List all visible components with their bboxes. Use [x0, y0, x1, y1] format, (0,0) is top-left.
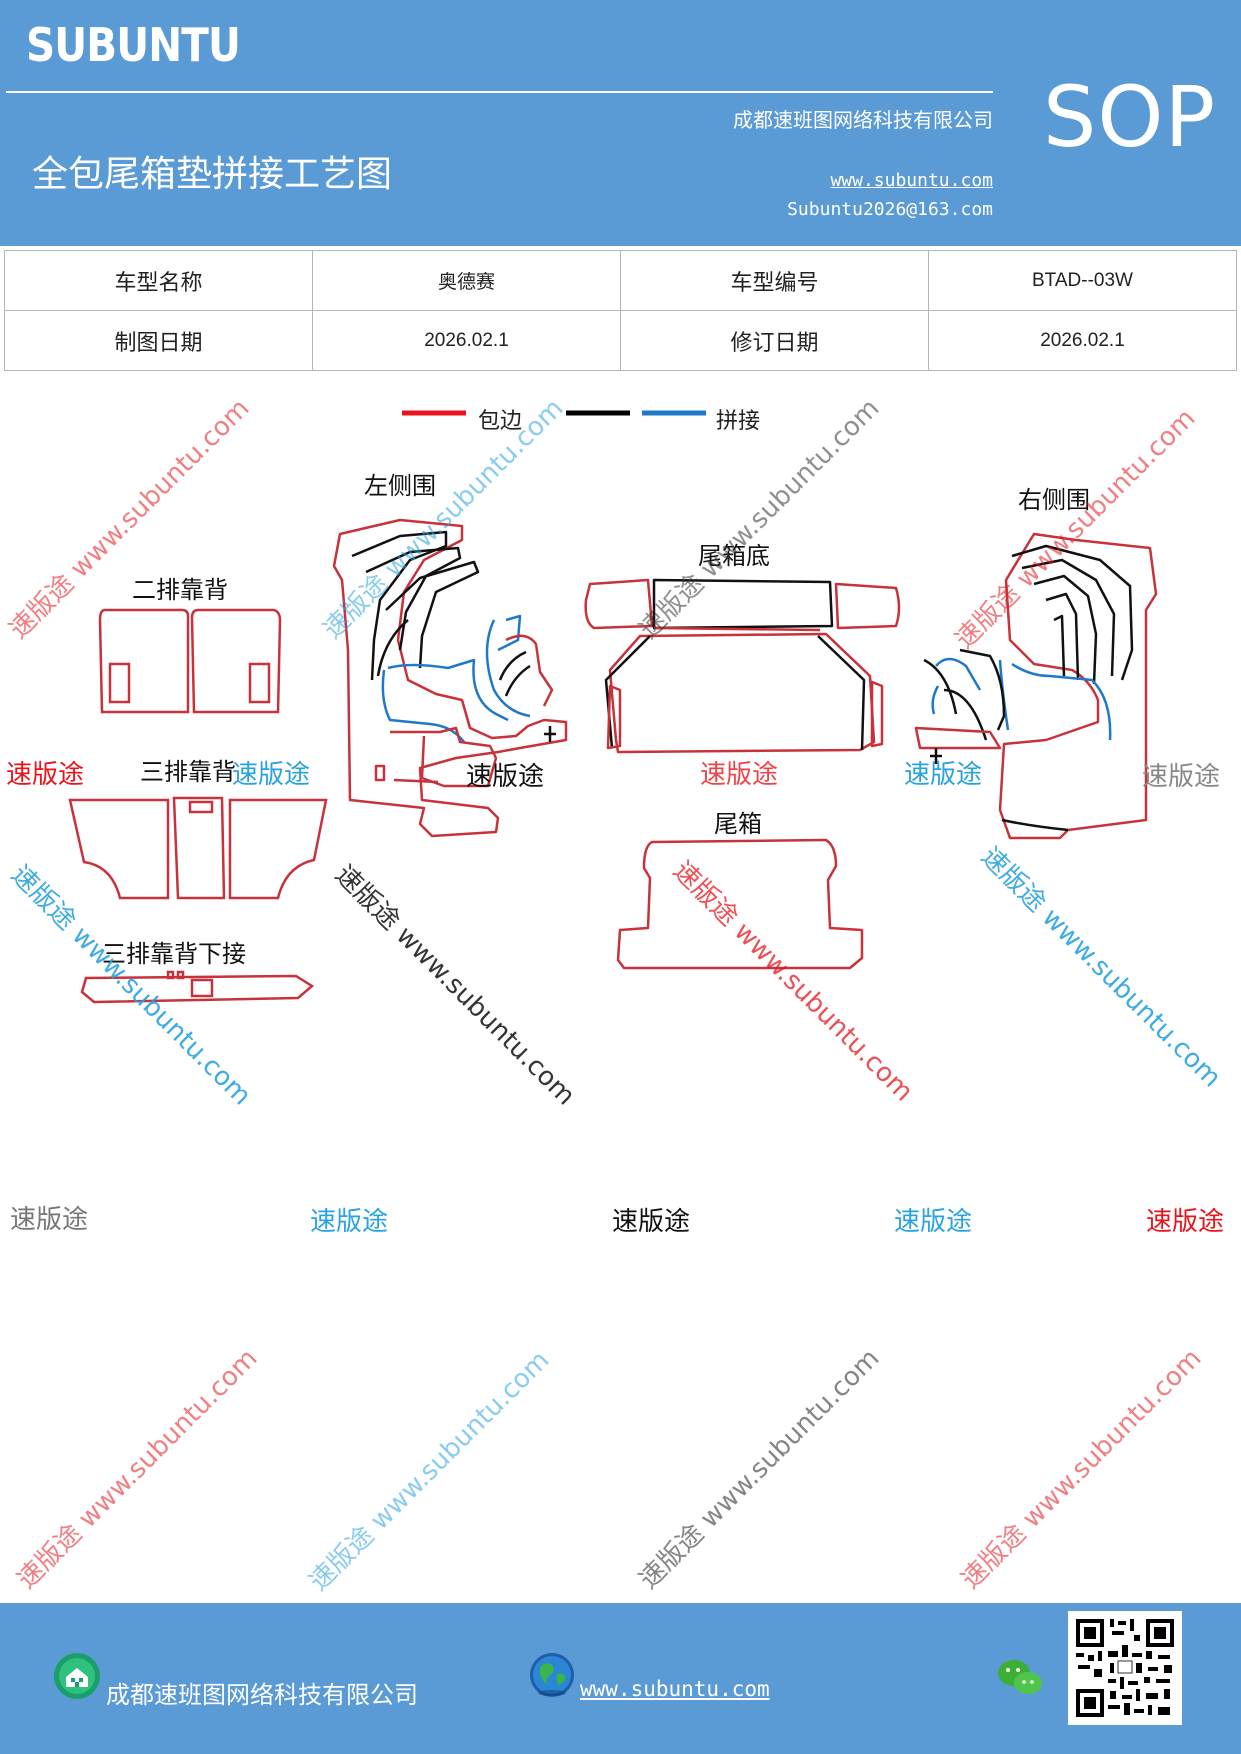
watermark-brand: 速版途: [700, 760, 778, 790]
watermark-brand: 速版途: [466, 762, 544, 792]
part-trunk-floor: [584, 578, 901, 754]
table-row: 车型名称 奥德赛 车型编号 BTAD--03W: [4, 250, 1237, 311]
header-banner: SUBUNTU 全包尾箱垫拼接工艺图 成都速班图网络科技有限公司 www.sub…: [0, 0, 1241, 246]
company-name: 成都速班图网络科技有限公司: [733, 108, 993, 132]
revise-date-value: 2026.02.1: [928, 310, 1237, 371]
watermark-brand: 速版途: [1142, 762, 1220, 792]
watermark-url: 速版途 www.subuntu.com: [304, 1345, 556, 1597]
footer-website-link[interactable]: www.subuntu.com: [580, 1677, 770, 1701]
qr-code: [1068, 1611, 1182, 1725]
draw-date-value: 2026.02.1: [312, 310, 621, 371]
watermark-url: 速版途 www.subuntu.com: [4, 393, 256, 645]
brand-logo: SUBUNTU: [26, 18, 241, 72]
label-second-row-back: 二排靠背: [132, 576, 228, 604]
model-name-label: 车型名称: [4, 250, 313, 311]
watermark-brand: 速版途: [10, 1205, 88, 1235]
draw-date-label: 制图日期: [4, 310, 313, 371]
label-trunk-floor: 尾箱底: [698, 542, 770, 570]
watermark-brand: 速版途: [904, 760, 982, 790]
watermark-url: 速版途 www.subuntu.com: [318, 393, 570, 645]
label-right-side: 右侧围: [1018, 486, 1090, 514]
document-title: 全包尾箱垫拼接工艺图: [32, 154, 393, 195]
part-third-row-back: [68, 796, 328, 900]
watermark-url: 速版途 www.subuntu.com: [634, 1343, 886, 1595]
email-address: Subuntu2026@163.com: [787, 199, 993, 220]
website-link[interactable]: www.subuntu.com: [830, 170, 993, 191]
legend-label-splice: 拼接: [716, 409, 760, 434]
watermark-url: 速版途 www.subuntu.com: [956, 1343, 1208, 1595]
model-code-value: BTAD--03W: [928, 250, 1237, 311]
label-third-row-back-lower: 三排靠背下接: [102, 940, 246, 968]
sop-badge: SOP: [1043, 68, 1217, 166]
model-name-value: 奥德赛: [312, 250, 621, 311]
part-third-row-back-lower: [80, 970, 315, 1004]
label-trunk: 尾箱: [714, 810, 762, 838]
watermark-brand: 速版途: [612, 1207, 690, 1237]
globe-icon: [530, 1653, 574, 1697]
part-trunk: [616, 838, 864, 970]
footer-banner: 成都速班图网络科技有限公司 www.subuntu.com: [0, 1603, 1241, 1754]
part-right-side: [914, 532, 1158, 840]
watermark-url: 速版途 www.subuntu.com: [667, 856, 919, 1108]
footer-company-name: 成都速班图网络科技有限公司: [106, 1681, 418, 1709]
wechat-icon[interactable]: [996, 1657, 1044, 1699]
part-left-side: [332, 518, 568, 838]
watermark-url: 速版途 www.subuntu.com: [12, 1343, 264, 1595]
splice-diagram: 包边 拼接 左侧围 右侧围 尾箱底 二排靠背 三排靠背 三排靠背下接 尾箱: [4, 393, 1227, 1597]
part-second-row-back: [98, 608, 282, 714]
watermark-url: 速版途 www.subuntu.com: [329, 860, 581, 1112]
label-left-side: 左侧围: [364, 472, 436, 500]
legend-label-edging: 包边: [478, 409, 522, 434]
header-divider: [6, 91, 993, 93]
watermark-brand: 速版途: [310, 1207, 388, 1237]
table-row: 制图日期 2026.02.1 修订日期 2026.02.1: [4, 310, 1237, 371]
watermark-brand: 速版途: [1146, 1207, 1224, 1237]
watermark-brand: 速版途: [894, 1207, 972, 1237]
label-third-row-back: 三排靠背: [140, 758, 236, 786]
watermark-brand: 速版途: [232, 760, 310, 790]
watermark-url: 速版途 www.subuntu.com: [975, 842, 1227, 1094]
watermark-layer: 速版途 www.subuntu.com 速版途 www.subuntu.com …: [4, 393, 1227, 1597]
revise-date-label: 修订日期: [620, 310, 929, 371]
model-code-label: 车型编号: [620, 250, 929, 311]
legend: 包边 拼接: [402, 409, 760, 434]
qr-code-pattern: [1074, 1617, 1178, 1721]
building-icon: [54, 1653, 100, 1699]
watermark-brand: 速版途: [6, 760, 84, 790]
vehicle-info-table: 车型名称 奥德赛 车型编号 BTAD--03W 制图日期 2026.02.1 修…: [4, 250, 1237, 371]
